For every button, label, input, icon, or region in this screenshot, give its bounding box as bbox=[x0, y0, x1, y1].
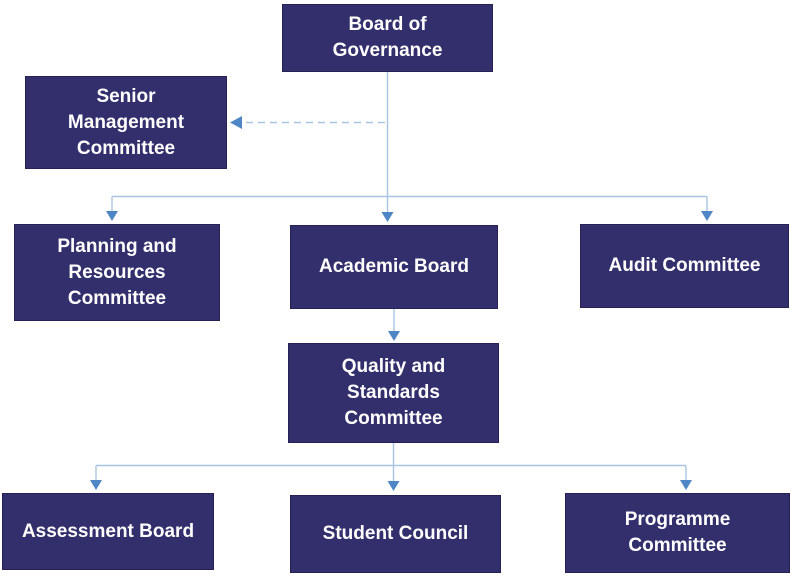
node-label-line: Committee bbox=[76, 137, 176, 159]
node-quality-and-standards-committee: Quality and Standards Committee bbox=[288, 343, 499, 443]
node-label-line: Quality and bbox=[341, 356, 446, 377]
node-planning-and-resources-committee: Planning and Resources Committee bbox=[14, 224, 220, 321]
node-board-of-governance: Board of Governance bbox=[282, 4, 493, 72]
node-academic-board: Academic Board bbox=[290, 225, 498, 309]
node-audit-committee: Audit Committee bbox=[580, 224, 789, 308]
arrowhead-into-student-council bbox=[387, 481, 400, 491]
arrowhead-into-programme-committee bbox=[680, 480, 692, 490]
arrowhead-into-qsc bbox=[388, 331, 400, 341]
node-label-line: Resources bbox=[68, 261, 166, 283]
node-label-line: Standards bbox=[347, 382, 440, 403]
node-label-line: Student Council bbox=[322, 523, 469, 544]
node-label-line: Programme bbox=[624, 509, 731, 530]
node-student-council: Student Council bbox=[290, 495, 501, 573]
node-label-line: Audit Committee bbox=[608, 255, 761, 276]
node-label-line: Committee bbox=[67, 287, 167, 309]
node-label-line: Committee bbox=[628, 535, 727, 556]
arrowhead-into-planning-committee bbox=[106, 211, 118, 221]
node-label-line: Senior bbox=[96, 85, 156, 107]
node-label-line: Governance bbox=[332, 40, 443, 61]
arrowhead-into-academic-board bbox=[381, 212, 394, 222]
node-label-line: Assessment Board bbox=[21, 520, 195, 542]
node-senior-management-committee: Senior Management Committee bbox=[25, 76, 227, 169]
arrowhead-into-assessment-board bbox=[90, 480, 102, 490]
node-label-line: Planning and bbox=[57, 235, 177, 257]
node-label-line: Committee bbox=[344, 408, 443, 429]
node-assessment-board: Assessment Board bbox=[2, 493, 214, 570]
node-label-line: Board of bbox=[348, 14, 427, 35]
node-label-line: Management bbox=[67, 111, 185, 133]
node-programme-committee: Programme Committee bbox=[565, 493, 790, 573]
node-label-line: Academic Board bbox=[319, 256, 469, 277]
arrowhead-into-audit-committee bbox=[701, 211, 713, 221]
arrowhead-into-senior-management bbox=[230, 116, 242, 129]
